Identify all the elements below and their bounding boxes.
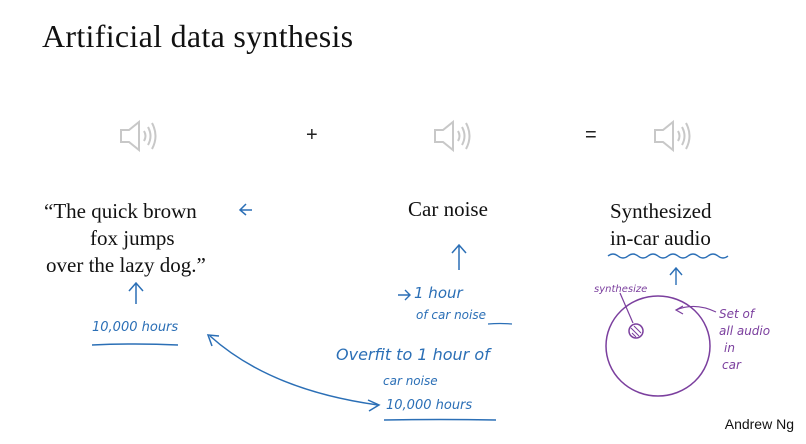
underline — [487, 322, 513, 325]
plus-sign: + — [306, 124, 318, 146]
annotation-set-2: all audio — [719, 324, 771, 338]
annotation-hours-bottom: 10,000 hours — [386, 398, 473, 413]
author-credit: Andrew Ng — [724, 416, 794, 432]
speaker-icon — [654, 119, 691, 153]
arrow-up-icon — [451, 243, 467, 270]
wavy-underline — [607, 253, 729, 259]
equals-sign: = — [585, 124, 597, 146]
annotation-one-hour-1: 1 hour — [414, 284, 463, 302]
arrow-left-icon — [238, 203, 252, 216]
sentence-line-3: over the lazy dog.” — [46, 253, 206, 277]
synthesized-subset-circle — [628, 323, 644, 339]
underline — [383, 418, 497, 421]
arrow-up-icon — [669, 266, 683, 285]
annotation-synthesize: synthesize — [594, 284, 648, 295]
annotation-overfit-1: Overfit to 1 hour of — [336, 345, 490, 364]
arrow-up-icon — [128, 281, 144, 304]
slide-title: Artificial data synthesis — [42, 18, 354, 54]
annotation-set-3: in — [724, 341, 735, 355]
annotation-set-1: Set of — [719, 307, 755, 321]
synthesized-line-2: in-car audio — [610, 226, 711, 250]
annotation-set-4: car — [722, 358, 741, 372]
speaker-icon — [434, 119, 471, 153]
car-noise-label: Car noise — [408, 197, 488, 221]
underline — [91, 343, 179, 346]
annotation-overfit-2: car noise — [383, 374, 438, 388]
synthesized-line-1: Synthesized — [610, 199, 712, 223]
set-circle — [605, 295, 711, 397]
arrow-right-icon — [398, 289, 411, 301]
sentence-line-1: “The quick brown — [44, 199, 197, 223]
annotation-hours-left: 10,000 hours — [92, 320, 179, 335]
speaker-icon — [120, 119, 157, 153]
annotation-one-hour-2: of car noise — [416, 308, 486, 322]
curved-arrow — [209, 335, 379, 406]
sentence-line-2: fox jumps — [90, 226, 175, 250]
